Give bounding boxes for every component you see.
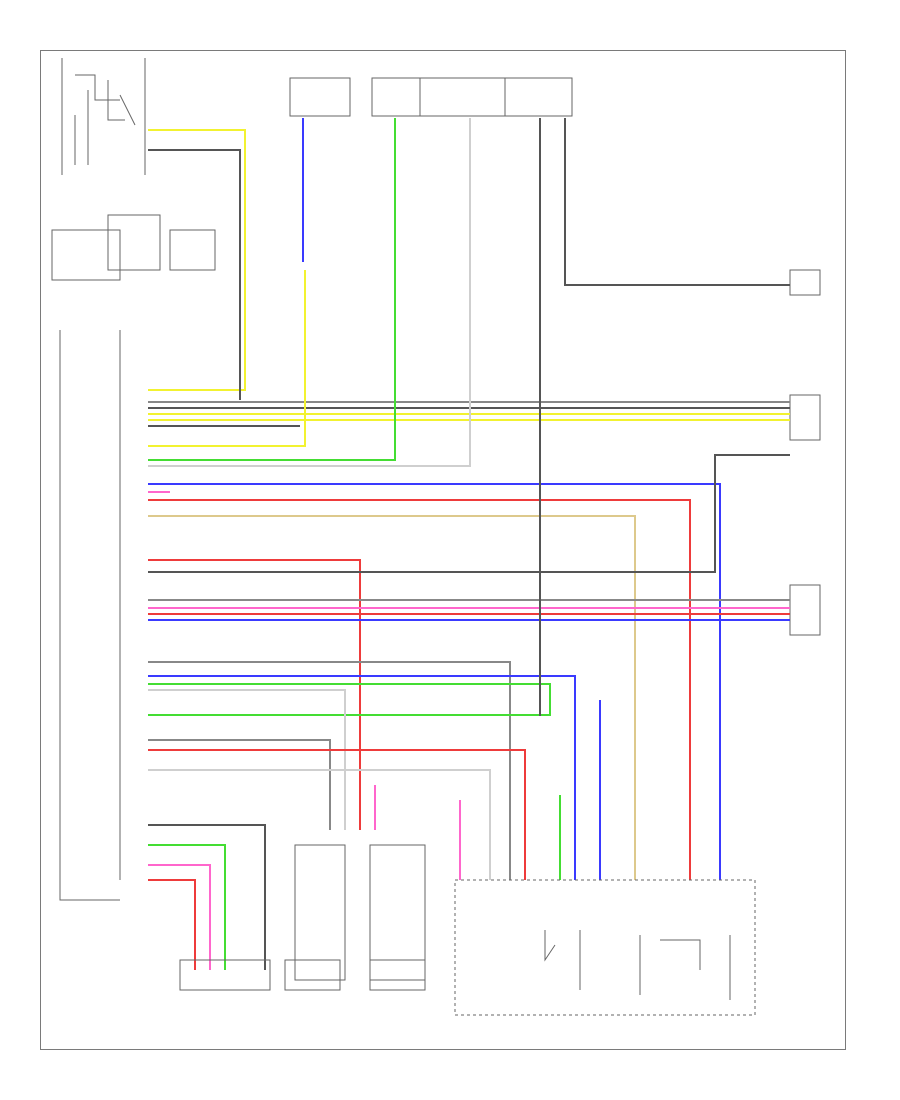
bottom-connectors	[179, 844, 756, 1016]
diagram-frame	[40, 50, 846, 1050]
horizontal-wires	[148, 118, 790, 970]
switch-symbols	[544, 930, 731, 1000]
left-module	[51, 214, 216, 901]
right-connectors	[789, 269, 821, 636]
vertical-wires	[302, 118, 601, 880]
top-connectors	[289, 77, 573, 117]
relay-box	[61, 58, 146, 175]
